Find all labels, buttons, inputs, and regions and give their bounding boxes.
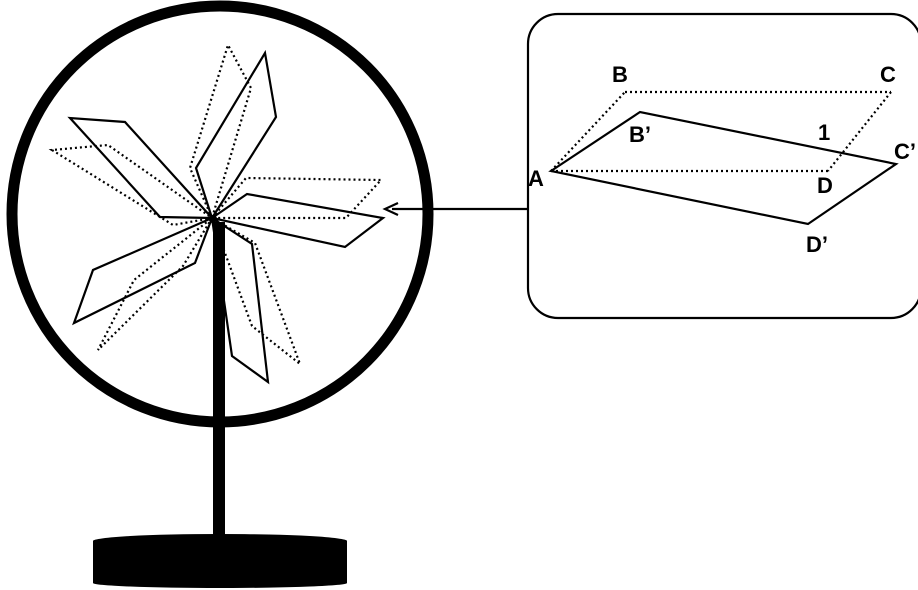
edge-AB — [550, 91, 626, 172]
hub — [209, 215, 217, 223]
solid-blade-right — [209, 192, 386, 249]
solid-blade-top — [194, 49, 278, 221]
edge-CD — [827, 91, 892, 172]
dotted-blade-right — [209, 176, 384, 220]
label-C: C — [880, 62, 896, 87]
label-B: B — [612, 62, 628, 87]
blades-rotated-solid — [67, 49, 386, 385]
solid-blade-lower-right — [210, 215, 270, 385]
dotted-blade-left — [48, 143, 215, 227]
blades-original-dotted — [48, 42, 384, 368]
label-B-prime: B’ — [629, 122, 651, 147]
solid-blade-lower-left — [72, 215, 214, 326]
callout-arrow — [382, 202, 529, 216]
pinwheel-frame-circle — [6, 0, 434, 428]
label-D-prime: D’ — [806, 232, 828, 257]
label-one: 1 — [818, 120, 830, 145]
inset-box — [526, 12, 918, 320]
dotted-blade-lower-right — [209, 215, 303, 368]
label-C-prime: C’ — [894, 139, 916, 164]
label-D: D — [817, 173, 833, 198]
dotted-blade-lower-left — [97, 217, 213, 351]
label-A: A — [528, 166, 544, 191]
solid-blade-left — [67, 116, 215, 220]
dotted-blade-top — [188, 42, 253, 222]
stand-base — [93, 534, 347, 588]
parallelogram-rotated — [548, 110, 899, 226]
inset-geometry — [548, 90, 899, 226]
inset-labels: B C B’ 1 C’ A D D’ — [528, 62, 916, 257]
stand-pole — [213, 222, 225, 546]
